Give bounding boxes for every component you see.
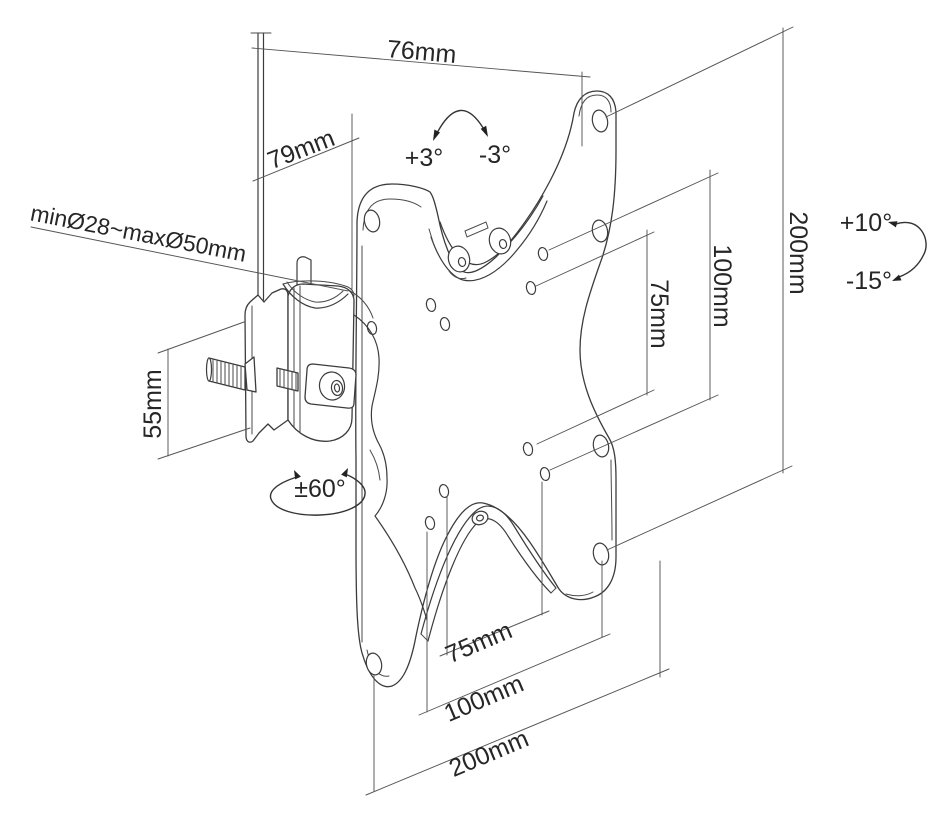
- arm-neck-upper: [349, 290, 374, 319]
- rotation-arc: [895, 221, 927, 278]
- face-hole-7: [522, 441, 534, 457]
- dim-75mm-right-label: 75mm: [645, 279, 673, 348]
- dim-100r-ext-bottom: [549, 394, 719, 471]
- face-hole-4: [537, 246, 549, 262]
- mounting-pole: [250, 32, 312, 301]
- tab-hole-bottom-left: [365, 652, 383, 676]
- dim-75r-ext-bottom: [536, 389, 655, 445]
- dim-100r-ext-top: [548, 172, 719, 251]
- bolt-long-tip: [205, 357, 213, 382]
- face-hole-2: [439, 316, 451, 332]
- pole-clamp: [205, 280, 357, 443]
- dim-75r-ext-top: [535, 231, 655, 287]
- pole-diameter-leader: [30, 226, 349, 292]
- bolt-long-shaft: [208, 357, 246, 391]
- strip-hole-top: [591, 109, 609, 133]
- dim-100b-line: [418, 633, 611, 716]
- clamp-saddle-outer: [282, 283, 349, 309]
- swivel-pivot-inner: [475, 514, 485, 522]
- swivel-angle-arc: [269, 468, 366, 516]
- tilt-arrow-right: [480, 125, 488, 137]
- tilt-arrow-left: [433, 129, 440, 141]
- strip-hole-upper: [591, 219, 609, 243]
- rotation-arrow-bottom: [892, 274, 902, 281]
- dim-75b-line: [439, 610, 550, 657]
- swivel-arrow-right: [341, 468, 348, 478]
- tilt-bracket-under-arc: [448, 270, 467, 280]
- face-hole-3: [525, 280, 537, 296]
- dim-200mm-right-label: 200mm: [784, 211, 812, 294]
- dim-79mm-label: 79mm: [264, 124, 339, 175]
- bolt-short-threads: [279, 368, 297, 392]
- tilt-minus-label: -3°: [479, 141, 511, 169]
- dim-100mm-right-label: 100mm: [708, 244, 736, 327]
- rotation-arrow-top: [888, 221, 898, 228]
- plate-right-edge-inner: [610, 459, 613, 541]
- rotation-plus-label: +10°: [840, 209, 892, 237]
- clamp-bolt-short: [276, 367, 299, 392]
- tilt-bracket-lower-edge: [430, 200, 548, 282]
- tilt-arc: [435, 109, 486, 136]
- rotation-minus-label: -15°: [846, 267, 892, 295]
- strip-hole-bottom: [592, 542, 610, 566]
- arch-end-right: [550, 587, 557, 594]
- face-hole-6: [438, 483, 450, 499]
- face-hole-1: [425, 297, 437, 313]
- swing-arm: [349, 290, 428, 621]
- face-hole-9: [366, 320, 378, 336]
- plate-holes: [363, 109, 610, 676]
- dim-200mm-bottom-label: 200mm: [445, 724, 533, 782]
- clamp-saddle-inner: [286, 281, 344, 303]
- dimension-lines: [30, 26, 794, 796]
- arm-inner-line: [369, 449, 381, 481]
- dim-55-ext-top: [157, 321, 245, 354]
- dim-100mm-bottom-label: 100mm: [440, 669, 528, 727]
- dim-55mm-label: 55mm: [139, 369, 167, 438]
- face-hole-8: [539, 466, 551, 482]
- tilt-plus-label: +3°: [405, 144, 444, 172]
- boss-ring-inner: [333, 383, 341, 393]
- vesa-plate: [355, 90, 617, 688]
- rotation-angle-arc: [888, 221, 927, 281]
- swivel-arrow-left: [294, 470, 301, 480]
- dim-79-line: [252, 137, 360, 182]
- dim-55-ext-bottom: [157, 427, 251, 460]
- clamp-jaw: [244, 288, 289, 443]
- arm-outline: [353, 314, 428, 621]
- swivel-arc: [269, 473, 366, 516]
- tilt-screw-left: [457, 256, 467, 268]
- clamp-bolt-long: [205, 356, 257, 393]
- tilt-angle-arc: [433, 109, 488, 141]
- arch-outer: [420, 505, 557, 635]
- rear-jaw-stub: [296, 256, 312, 291]
- dim-76-line: [251, 47, 591, 78]
- dim-76mm-label: 76mm: [386, 35, 458, 69]
- bolt-long-washer: [244, 356, 257, 393]
- bolt-long-threads: [212, 359, 242, 390]
- clamp-pivot-boss: [304, 363, 357, 409]
- swivel-label: ±60°: [294, 475, 346, 503]
- tilt-bracket: [428, 195, 548, 282]
- tilt-screw-right: [498, 238, 508, 250]
- dim-200r-ext-bottom: [606, 465, 793, 551]
- face-hole-5: [424, 515, 436, 531]
- plate-lobe-br-inner: [565, 591, 594, 597]
- tilt-bracket-left-tip: [428, 228, 434, 243]
- dim-200r-ext-top: [605, 26, 794, 118]
- dim-200b-line: [365, 668, 670, 796]
- plate-outline: [355, 90, 617, 688]
- tab-hole-top-left: [363, 209, 381, 233]
- dim-75mm-bottom-label: 75mm: [441, 616, 516, 669]
- tilt-bracket-tab: [464, 221, 489, 238]
